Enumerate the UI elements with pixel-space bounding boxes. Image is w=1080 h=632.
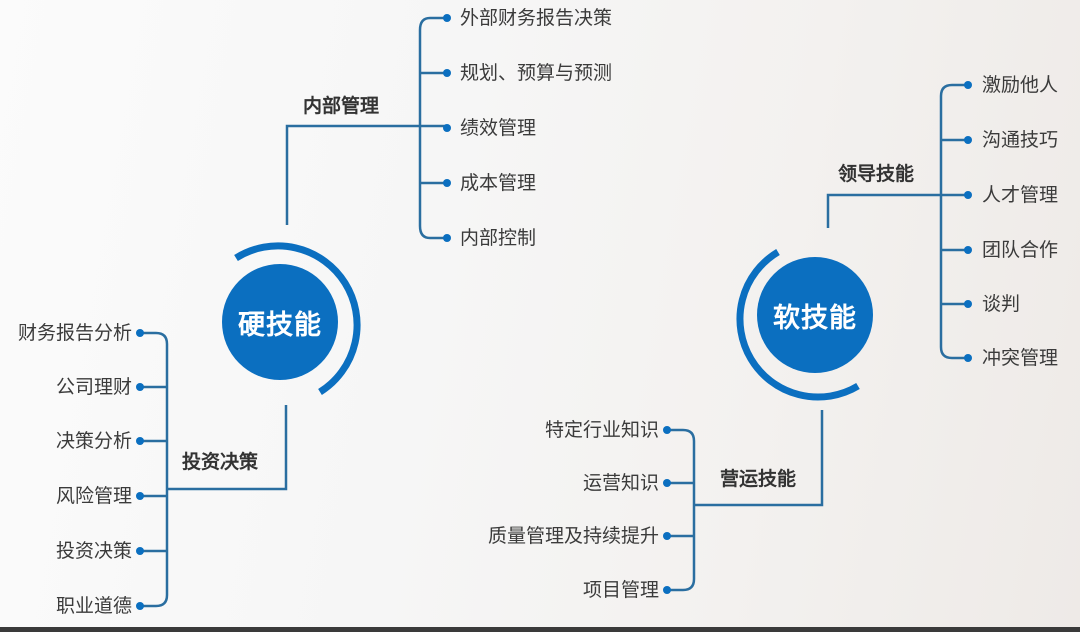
leaf-item: 外部财务报告决策	[460, 7, 613, 29]
branch-leadership: 领导技能	[838, 163, 915, 185]
leaf-item: 职业道德	[55, 595, 132, 617]
branch-operations: 营运技能	[720, 468, 797, 490]
leaf-item: 激励他人	[982, 74, 1059, 96]
bottom-border	[0, 627, 1080, 632]
leaf-item: 沟通技巧	[982, 129, 1059, 151]
leaf-item: 风险管理	[55, 485, 132, 507]
hard-skills-title: 硬技能	[238, 309, 322, 341]
soft-skills-title: 软技能	[773, 302, 857, 334]
leaf-item: 内部控制	[460, 227, 537, 249]
leaf-item: 人才管理	[982, 184, 1059, 206]
leaf-item: 公司理财	[55, 376, 132, 398]
leaf-item: 团队合作	[982, 239, 1059, 261]
soft-skills-node: 软技能	[757, 257, 873, 373]
leaf-item: 运营知识	[582, 472, 659, 494]
leaf-item: 决策分析	[55, 430, 132, 452]
leaf-item: 绩效管理	[460, 117, 537, 139]
leaf-item: 财务报告分析	[17, 322, 132, 344]
branch-investment-decision: 投资决策	[182, 451, 259, 473]
leaf-item: 成本管理	[460, 172, 537, 194]
leaf-item: 投资决策	[55, 540, 132, 562]
hard-skills-arc	[234, 242, 361, 395]
hard-skills-node: 硬技能	[222, 264, 338, 380]
leaf-item: 冲突管理	[982, 347, 1059, 369]
leaf-item: 规划、预算与预测	[460, 62, 613, 84]
leaf-item: 质量管理及持续提升	[487, 525, 659, 547]
leaf-item: 项目管理	[582, 579, 659, 601]
branch-internal-management: 内部管理	[303, 95, 380, 117]
leaf-item: 特定行业知识	[544, 419, 659, 441]
soft-skills-arc	[736, 248, 860, 401]
leaf-item: 谈判	[982, 293, 1021, 315]
